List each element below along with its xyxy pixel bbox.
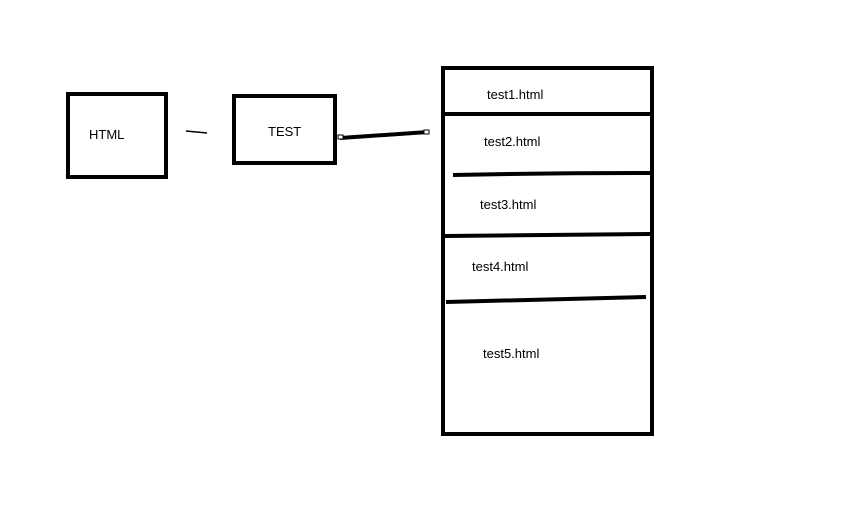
file-list-item-3: test3.html xyxy=(480,197,537,212)
test-box: TEST xyxy=(232,94,337,165)
file-list-divider-2 xyxy=(452,171,652,177)
connector-html-to-test xyxy=(185,130,208,134)
connector-end-left xyxy=(337,134,344,140)
connector-test-to-list xyxy=(339,130,429,140)
html-box-label: HTML xyxy=(89,127,125,142)
file-list-item-4: test4.html xyxy=(472,259,529,274)
connector-end-right xyxy=(423,129,430,135)
test-box-label: TEST xyxy=(268,124,302,139)
file-list-item-1: test1.html xyxy=(487,87,544,102)
html-box: HTML xyxy=(66,92,168,179)
file-list-item-2: test2.html xyxy=(484,134,541,149)
file-list-box xyxy=(441,66,654,436)
file-list-divider-3 xyxy=(443,232,652,238)
file-list-divider-4 xyxy=(445,295,647,304)
file-list-item-5: test5.html xyxy=(483,346,540,361)
